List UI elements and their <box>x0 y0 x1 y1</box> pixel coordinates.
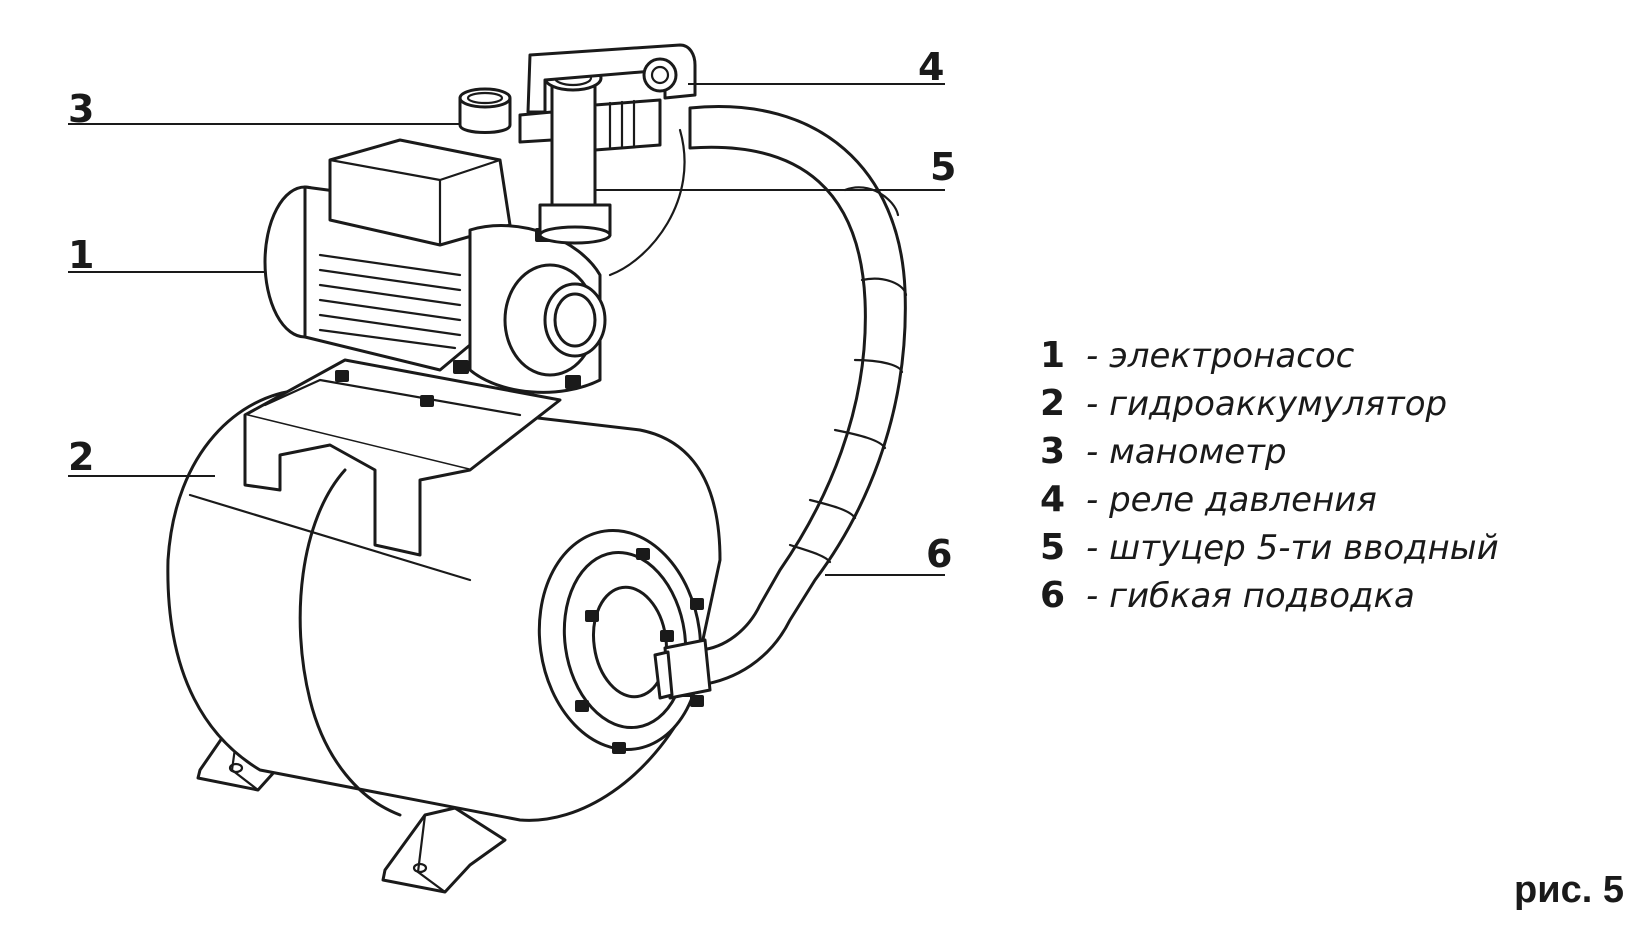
figure-caption: рис. 5 <box>1514 869 1624 911</box>
pump-bracket <box>243 358 562 557</box>
legend-number: 2 <box>1040 383 1066 424</box>
legend-item: 2 - гидроаккумулятор <box>1040 383 1499 431</box>
legend-number: 6 <box>1040 575 1066 616</box>
legend-number: 5 <box>1040 527 1066 568</box>
callout-4: 4 <box>918 45 944 89</box>
manometer <box>458 87 512 134</box>
legend-item: 6 - гибкая подводка <box>1040 575 1499 623</box>
leader-lines <box>68 83 945 576</box>
legend: 1 - электронасос 2 - гидроаккумулятор 3 … <box>1040 335 1499 623</box>
legend-label: - гибкая подводка <box>1086 576 1415 616</box>
legend-number: 1 <box>1040 335 1066 376</box>
pump-head <box>335 224 607 407</box>
legend-label: - штуцер 5-ти вводный <box>1086 528 1499 568</box>
callout-3: 3 <box>68 87 94 131</box>
legend-label: - реле давления <box>1086 480 1377 520</box>
callout-5: 5 <box>930 145 956 189</box>
legend-label: - электронасос <box>1086 336 1355 376</box>
callout-1: 1 <box>68 233 94 277</box>
legend-number: 3 <box>1040 431 1066 472</box>
callout-2: 2 <box>68 435 94 479</box>
pressure-relay <box>526 43 697 277</box>
legend-number: 4 <box>1040 479 1066 520</box>
legend-item: 1 - электронасос <box>1040 335 1499 383</box>
tank-foot-right <box>381 806 507 894</box>
callout-6: 6 <box>926 532 952 576</box>
legend-item: 5 - штуцер 5-ти вводный <box>1040 527 1499 575</box>
flexible-hose <box>653 105 908 707</box>
legend-label: - гидроаккумулятор <box>1086 384 1448 424</box>
motor <box>263 138 512 372</box>
legend-item: 4 - реле давления <box>1040 479 1499 527</box>
legend-label: - манометр <box>1086 432 1287 472</box>
legend-item: 3 - манометр <box>1040 431 1499 479</box>
